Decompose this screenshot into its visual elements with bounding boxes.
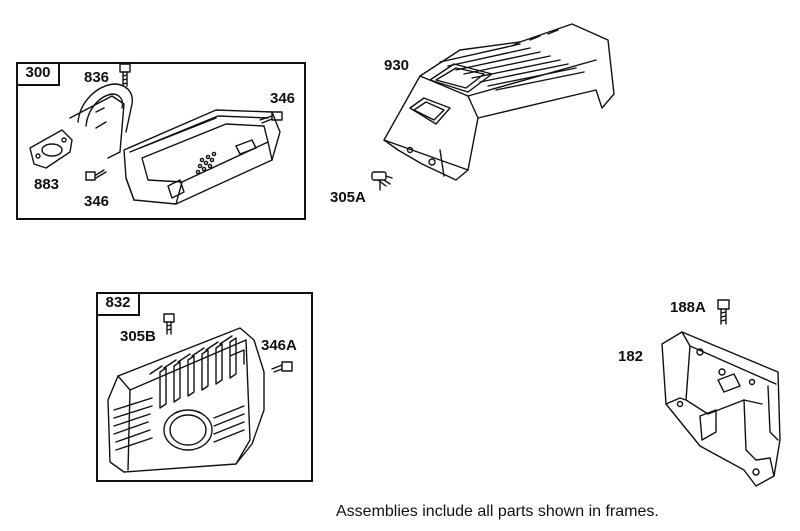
muffler-guard-illustration	[107, 327, 265, 473]
label-305A: 305A	[330, 189, 366, 206]
label-346A: 346A	[261, 337, 297, 354]
bracket-illustration	[661, 331, 781, 487]
screw-346-bottom-illustration	[85, 169, 107, 181]
frame-number-832: 832	[96, 292, 140, 316]
label-346-top: 346	[270, 90, 296, 107]
blower-housing-illustration	[383, 23, 615, 181]
screw-305B-illustration	[163, 313, 175, 335]
screw-346-top-illustration	[259, 111, 283, 124]
label-836: 836	[84, 69, 110, 86]
label-346-bottom: 346	[84, 193, 110, 210]
frame-number-300: 300	[16, 62, 60, 86]
screw-305A-illustration	[371, 171, 393, 191]
label-883: 883	[34, 176, 60, 193]
label-188A: 188A	[670, 299, 706, 316]
label-182: 182	[618, 348, 644, 365]
screw-188A-illustration	[717, 299, 730, 325]
frame-muffler-assembly: 300	[16, 62, 306, 220]
frames-note: Assemblies include all parts shown in fr…	[336, 503, 659, 520]
screw-836-illustration	[119, 63, 131, 87]
label-930: 930	[384, 57, 410, 74]
screw-346A-illustration	[271, 361, 293, 373]
muffler-body-illustration	[29, 83, 281, 205]
frame-guard-assembly: 832	[96, 292, 313, 482]
label-305B: 305B	[120, 328, 156, 345]
